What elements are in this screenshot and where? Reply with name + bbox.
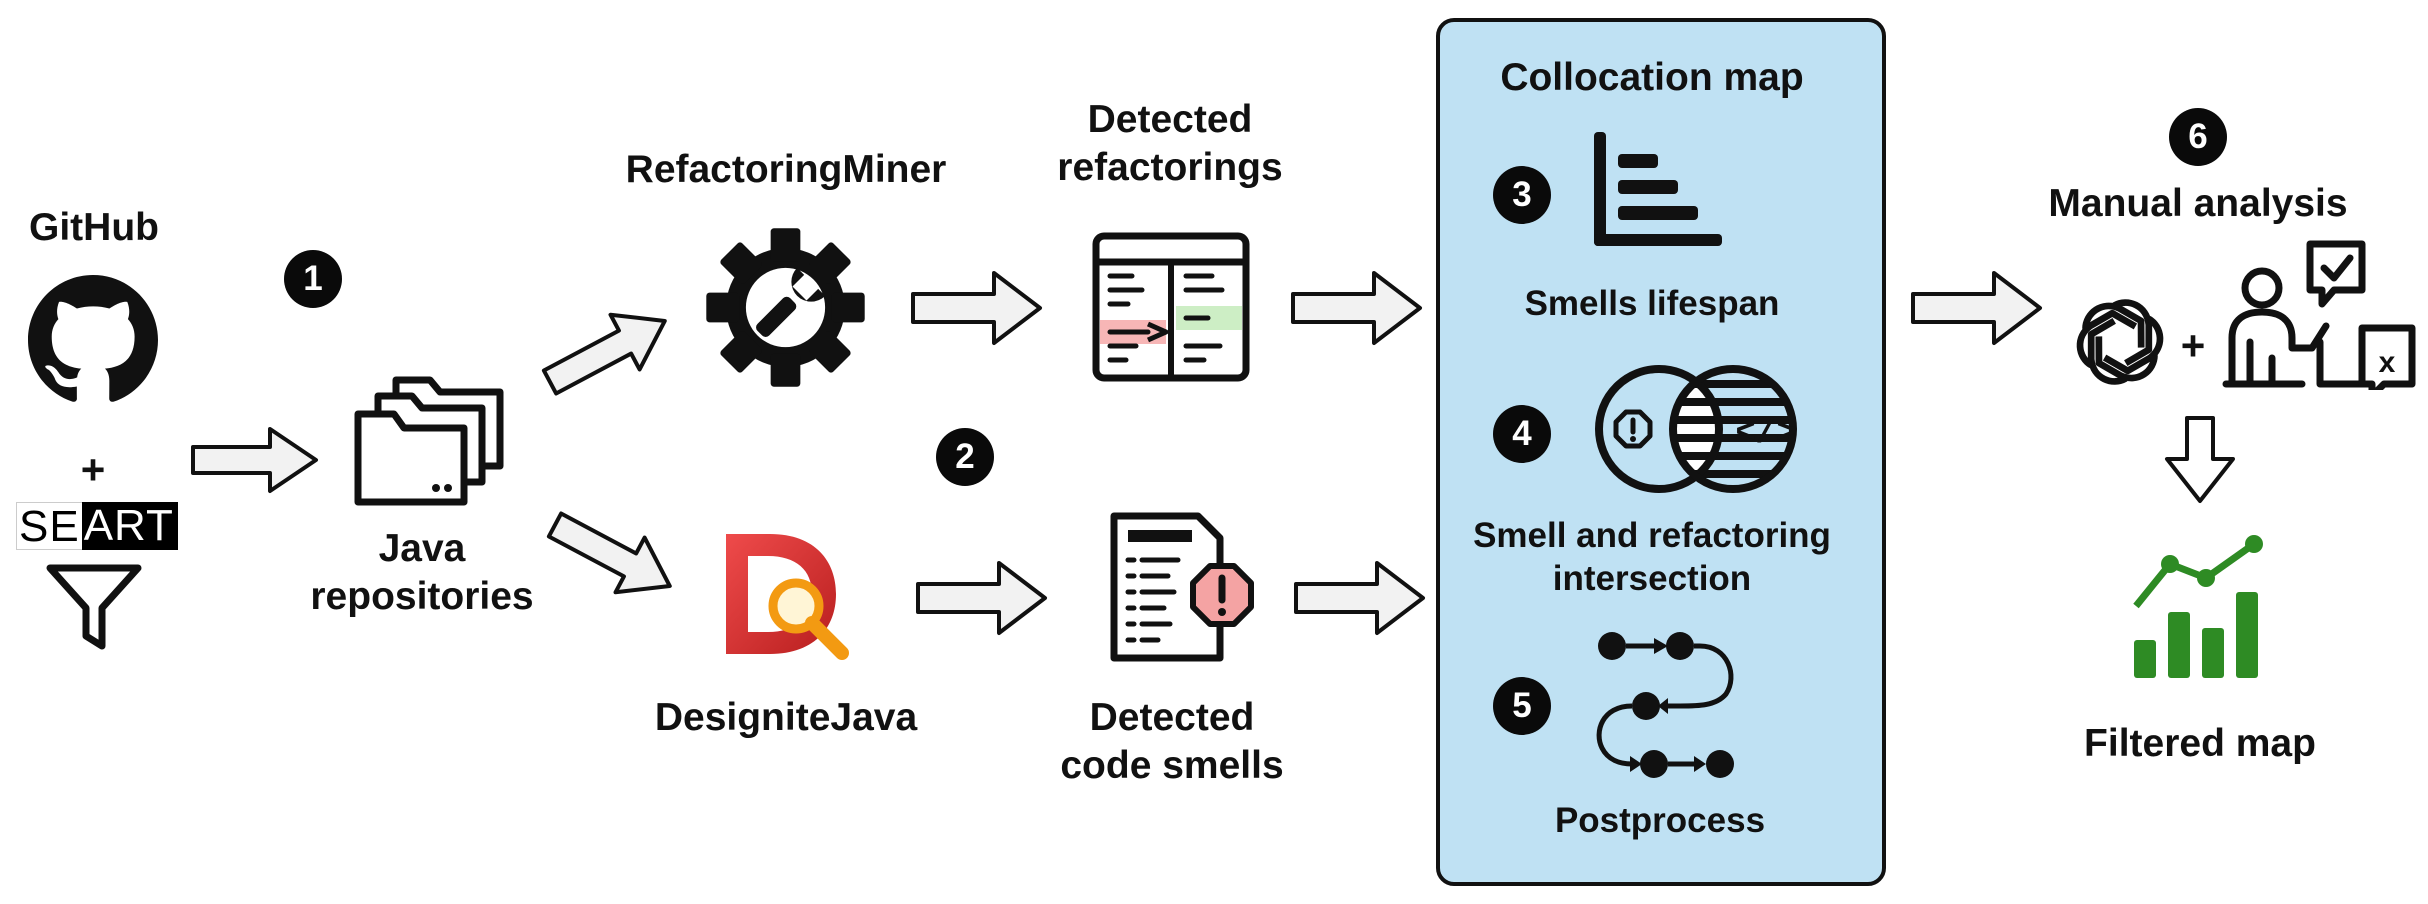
java-repositories-label: Java repositories (310, 525, 533, 620)
arrow-github-to-repos (191, 427, 318, 493)
step-badge-1: 1 (284, 250, 342, 308)
step-badge-4: 4 (1493, 405, 1551, 463)
seart-logo-part-a: SE (16, 502, 82, 551)
code-smell-document-icon (1110, 512, 1254, 662)
filtered-map-label: Filtered map (2084, 722, 2316, 765)
detected-refactorings-text: Detected refactorings (1057, 98, 1283, 189)
detected-code-smells-text: Detected code smells (1060, 696, 1284, 787)
refactoringminer-label: RefactoringMiner (625, 148, 947, 191)
arrow-manual-to-filtered (2165, 416, 2235, 503)
diff-table-icon (1092, 232, 1250, 382)
postprocess-label: Postprocess (1554, 801, 1766, 840)
folders-icon (354, 376, 504, 506)
collocation-map-title: Collocation map (1500, 56, 1804, 99)
step-badge-2: 2 (936, 428, 994, 486)
designite-icon (726, 534, 849, 660)
person-review-icon: x (2222, 240, 2416, 390)
designitejava-label: DesigniteJava (654, 696, 918, 739)
arrow-refminer-to-refactorings (911, 271, 1042, 345)
growth-chart-icon (2133, 535, 2263, 678)
detected-code-smells-label: Detected code smells (1060, 694, 1283, 789)
filter-icon (46, 564, 142, 650)
detected-refactorings-label: Detected refactorings (1057, 96, 1282, 191)
svg-text:</>: </> (1735, 415, 1796, 453)
arrow-map-to-manual-analysis (1911, 271, 2042, 345)
smell-refactoring-intersection-text: Smell and refactoring intersection (1473, 516, 1831, 598)
manual-analysis-label: Manual analysis (2048, 182, 2348, 225)
gear-wrench-icon (706, 228, 865, 387)
arrow-repos-to-designite (546, 511, 672, 595)
arrow-smells-to-map (1294, 561, 1425, 635)
step-badge-5: 5 (1493, 677, 1551, 735)
openai-icon (2076, 299, 2164, 385)
step-badge-3: 3 (1493, 166, 1551, 224)
venn-icon: </> (1595, 365, 1797, 493)
flow-icon (1596, 632, 1734, 778)
smell-refactoring-intersection-label: Smell and refactoring intersection (1473, 515, 1831, 600)
seart-logo-part-b: ART (81, 502, 178, 550)
java-repositories-text: Java repositories (310, 527, 534, 618)
bar-lifespan-icon (1594, 132, 1722, 246)
smells-lifespan-label: Smells lifespan (1524, 284, 1780, 323)
plus-sign: + (80, 446, 106, 493)
arrow-refactorings-to-map (1291, 271, 1422, 345)
arrow-designite-to-smells (916, 561, 1047, 635)
github-label: GitHub (29, 206, 159, 249)
arrow-repos-to-refminer (541, 312, 667, 396)
svg-text:x: x (2379, 346, 2396, 379)
plus-sign-manual: + (2180, 322, 2206, 369)
step-badge-6: 6 (2169, 108, 2227, 166)
github-icon (28, 275, 158, 402)
